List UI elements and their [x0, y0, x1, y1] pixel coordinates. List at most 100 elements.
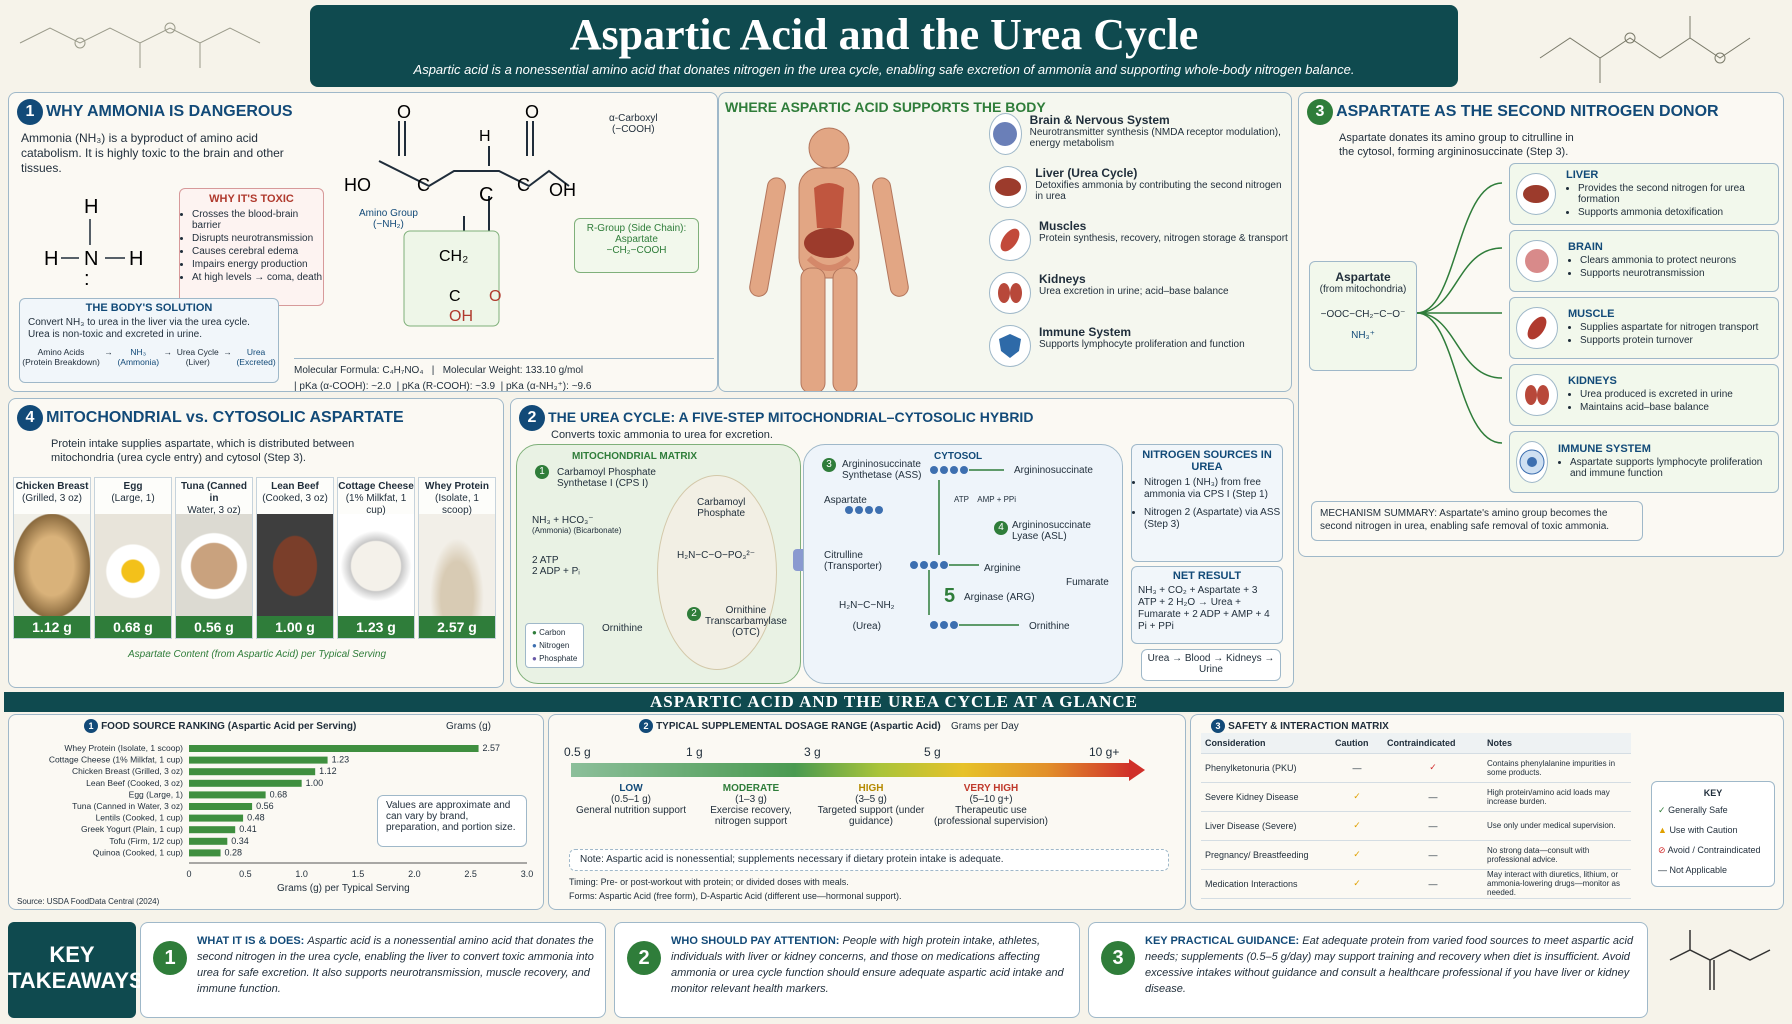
shield-icon	[989, 325, 1031, 367]
arrow-right-icon	[1129, 759, 1145, 781]
list-item: Disrupts neurotransmission	[192, 233, 323, 244]
cell-icon	[1516, 441, 1548, 483]
food-caption: Aspartate Content (from Aspartic Acid) p…	[127, 649, 387, 660]
step-5: 5	[944, 585, 956, 607]
molecule-doodle-right	[1539, 16, 1751, 83]
svg-text:H: H	[84, 196, 98, 218]
human-body-icon	[749, 127, 909, 391]
section-mito-cyto: 4 MITOCHONDRIAL vs. CYTOSOLIC ASPARTATE …	[8, 398, 504, 688]
table-row: Phenylketonuria (PKU)—✓Contains phenylal…	[1201, 753, 1631, 783]
tick-label: Tuna (Canned in Water, 3 oz)	[72, 801, 183, 811]
safety-matrix: 3 SAFETY & INTERACTION MATRIX Considerat…	[1190, 714, 1784, 910]
list-item: Impairs energy production	[192, 259, 323, 270]
dosage-title: TYPICAL SUPPLEMENTAL DOSAGE RANGE (Aspar…	[656, 721, 941, 732]
nitrogen-sources: NITROGEN SOURCES IN UREA Nitrogen 1 (NH₃…	[1131, 444, 1283, 562]
tuna-icon	[176, 514, 252, 618]
list-item: IMMUNE SYSTEMAspartate supports lymphocy…	[1509, 431, 1779, 493]
svg-text:O: O	[525, 102, 539, 122]
step-2: 2	[687, 607, 701, 621]
molecular-info: Molecular Formula: C₄H₇NO₄ | Molecular W…	[294, 358, 714, 391]
step-1: 1	[535, 465, 549, 479]
mito-matrix: MITOCHONDRIAL MATRIX 1 Carbamoyl Phospha…	[516, 444, 801, 684]
solution-box: THE BODY'S SOLUTION Convert NH₃ to urea …	[19, 298, 279, 383]
list-item: Crosses the blood-brain barrier	[192, 209, 323, 231]
data-label: 1.23	[332, 755, 350, 765]
tick-label: 1.5	[352, 869, 365, 879]
takeaway-3: 3 KEY PRACTICAL GUIDANCE: Eat adequate p…	[1088, 922, 1648, 1018]
dosage-levels: LOW(0.5–1 g)General nutrition support MO…	[575, 783, 1048, 827]
svg-text:C: C	[449, 288, 461, 305]
section-number: 4	[17, 405, 43, 431]
toxic-list: Crosses the blood-brain barrier Disrupts…	[180, 209, 323, 283]
solution-flow: Amino Acids(Protein Breakdown)→ NH₃(Ammo…	[22, 347, 276, 367]
dash-icon: —	[1658, 865, 1667, 875]
section-title: ASPARTATE AS THE SECOND NITROGEN DONOR	[1336, 103, 1719, 120]
data-label: 0.68	[270, 789, 288, 799]
svg-text::: :	[84, 268, 90, 290]
page-subtitle: Aspartic acid is a nonessential amino ac…	[413, 62, 1355, 77]
svg-text:H: H	[129, 248, 143, 270]
urea-intro: Converts toxic ammonia to urea for excre…	[551, 429, 773, 441]
body-title: WHERE ASPARTIC ACID SUPPORTS THE BODY	[725, 99, 1046, 115]
section-second-donor: 3 ASPARTATE AS THE SECOND NITROGEN DONOR…	[1298, 92, 1784, 557]
bar	[189, 768, 316, 776]
svg-text:OH: OH	[549, 180, 576, 200]
section-body: WHERE ASPARTIC ACID SUPPORTS THE BODY Br…	[718, 92, 1292, 392]
data-label: 0.56	[256, 801, 274, 811]
tick-label: 3.0	[521, 869, 534, 879]
safety-title: SAFETY & INTERACTION MATRIX	[1228, 721, 1389, 732]
muscle-icon	[989, 219, 1031, 261]
section-title: WHY AMMONIA IS DANGEROUS	[46, 103, 293, 120]
svg-text:H: H	[479, 128, 491, 145]
tick-label: Lean Beef (Cooked, 3 oz)	[86, 778, 183, 788]
dosage-bar	[571, 763, 1131, 777]
svg-text:N: N	[84, 248, 98, 270]
kidney-icon	[989, 272, 1031, 314]
bar	[189, 849, 221, 857]
bar	[189, 814, 244, 822]
food-gallery: Chicken Breast(Grilled, 3 oz)1.12 g Egg(…	[13, 477, 503, 641]
cycle-arrows	[845, 466, 1019, 629]
bar	[189, 745, 479, 752]
chart-xlabel: Grams (g) per Typical Serving	[277, 883, 410, 894]
dosage-range: 2 TYPICAL SUPPLEMENTAL DOSAGE RANGE (Asp…	[548, 714, 1186, 910]
list-item: Liver (Urea Cycle)Detoxifies ammonia by …	[989, 166, 1289, 219]
table-row: Severe Kidney Disease✓—High protein/amin…	[1201, 782, 1631, 812]
food-card: Cottage Cheese(1% Milkfat, 1 cup)1.23 g	[337, 477, 415, 639]
tick-label: Whey Protein (Isolate, 1 scoop)	[64, 743, 183, 753]
chart-title: FOOD SOURCE RANKING (Aspartic Acid per S…	[101, 721, 357, 732]
r-group-label: R-Group (Side Chain):Aspartate−CH₂−COOH	[574, 218, 699, 273]
svg-text:O: O	[489, 288, 501, 305]
bar	[189, 826, 236, 834]
bar	[189, 803, 253, 810]
table-row: Allergy to Ingredient—✓Avoid.	[1201, 898, 1631, 909]
solution-text: Convert NH₃ to urea in the liver via the…	[28, 317, 250, 340]
step-3: 3	[822, 458, 836, 472]
cytosol: CYTOSOL Citrulline(Transporter) 3 Argini…	[803, 444, 1123, 684]
data-label: 1.00	[306, 778, 324, 788]
legend: ● Carbon ● Nitrogen ● Phosphate	[525, 623, 585, 668]
section-urea-cycle: 2 THE UREA CYCLE: A FIVE-STEP MITOCHONDR…	[510, 398, 1294, 688]
section-number: 2	[519, 405, 545, 431]
urea-route: Urea → Blood → Kidneys → Urine	[1141, 649, 1281, 681]
bar	[189, 779, 302, 787]
section-title: MITOCHONDRIAL vs. CYTOSOLIC ASPARTATE	[46, 409, 404, 426]
table-row: Liver Disease (Severe)✓—Use only under m…	[1201, 811, 1631, 841]
chart-note: Values are approximate and can vary by b…	[377, 795, 527, 847]
tick-label: Quinoa (Cooked, 1 cup)	[93, 847, 183, 857]
data-label: 0.34	[231, 836, 249, 846]
list-item: KIDNEYSUrea produced is excreted in urin…	[1509, 364, 1779, 426]
data-label: 0.48	[247, 813, 265, 823]
cottage-cheese-icon	[338, 514, 414, 618]
dosage-note: Note: Aspartic acid is nonessential; sup…	[569, 849, 1169, 871]
mito-intro: Protein intake supplies aspartate, which…	[51, 438, 355, 464]
food-card: Egg(Large, 1)0.68 g	[94, 477, 172, 639]
data-label: 0.41	[239, 824, 257, 834]
liver-icon	[1516, 173, 1556, 215]
